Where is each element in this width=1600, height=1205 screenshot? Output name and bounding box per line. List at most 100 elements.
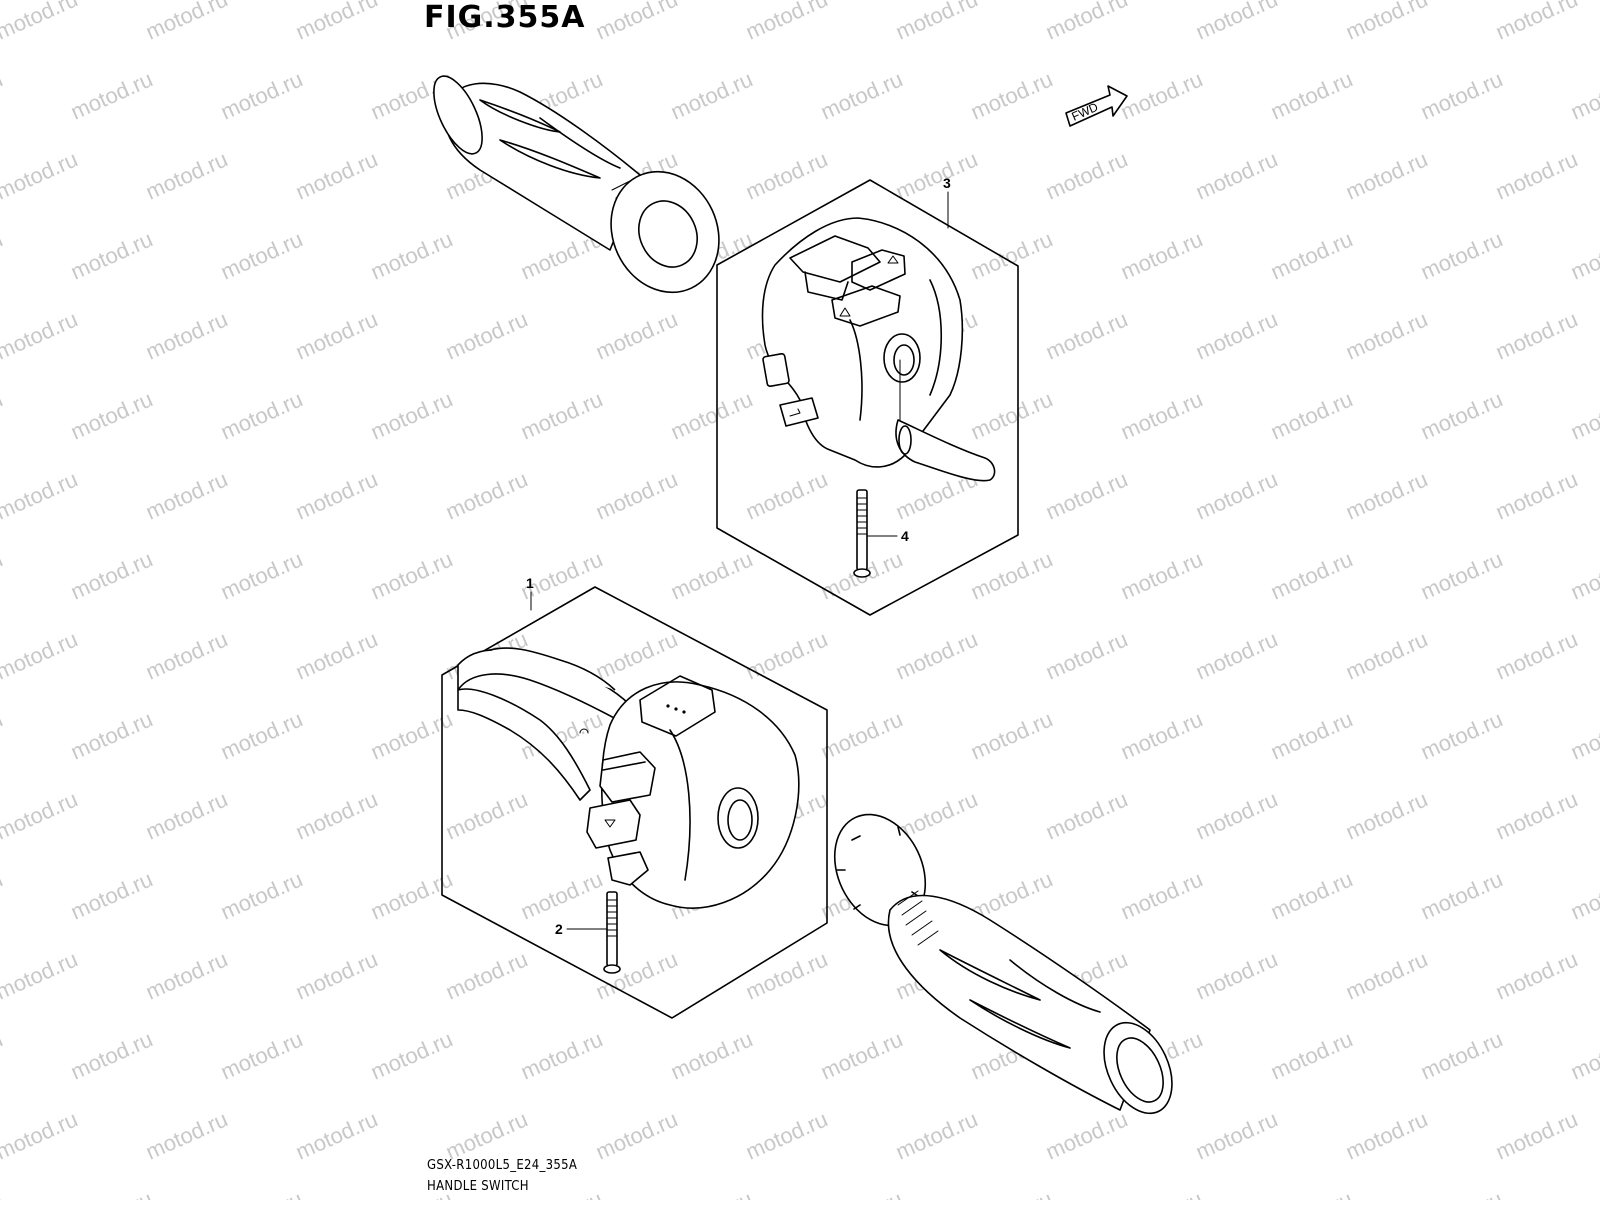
watermark-text: motod.ru bbox=[1417, 1186, 1506, 1200]
watermark-text: motod.ru bbox=[517, 1026, 606, 1084]
watermark-text: motod.ru bbox=[1492, 0, 1581, 45]
watermark-text: motod.ru bbox=[1492, 466, 1581, 524]
watermark-text: motod.ru bbox=[1192, 1106, 1281, 1164]
watermark-text: motod.ru bbox=[1417, 546, 1506, 604]
watermark-text: motod.ru bbox=[367, 1026, 456, 1084]
watermark-text: motod.ru bbox=[67, 386, 156, 444]
watermark-text: motod.ru bbox=[1492, 146, 1581, 204]
watermark-text: motod.ru bbox=[817, 1186, 906, 1200]
watermark-text: motod.ru bbox=[1192, 0, 1281, 45]
watermark-text: motod.ru bbox=[67, 1186, 156, 1200]
watermark-text: motod.ru bbox=[592, 466, 681, 524]
watermark-text: motod.ru bbox=[0, 66, 6, 124]
callout-4-label: 4 bbox=[901, 528, 909, 544]
watermark-text: motod.ru bbox=[1567, 706, 1600, 764]
watermark-text: motod.ru bbox=[292, 146, 381, 204]
watermark-text: motod.ru bbox=[1342, 1106, 1431, 1164]
watermark-text: motod.ru bbox=[367, 386, 456, 444]
watermark-text: motod.ru bbox=[967, 66, 1056, 124]
watermark-text: motod.ru bbox=[742, 946, 831, 1004]
watermark-text: motod.ru bbox=[1492, 306, 1581, 364]
watermark-text: motod.ru bbox=[367, 706, 456, 764]
watermark-text: motod.ru bbox=[1042, 466, 1131, 524]
watermark-text: motod.ru bbox=[1567, 546, 1600, 604]
right-handle-switch bbox=[761, 217, 996, 482]
watermark-text: motod.ru bbox=[67, 1026, 156, 1084]
watermark-text: motod.ru bbox=[142, 0, 231, 45]
watermark-text: motod.ru bbox=[217, 386, 306, 444]
watermark-text: motod.ru bbox=[742, 626, 831, 684]
watermark-text: motod.ru bbox=[967, 226, 1056, 284]
watermark-text: motod.ru bbox=[1342, 946, 1431, 1004]
watermark-text: motod.ru bbox=[142, 946, 231, 1004]
watermark-text: motod.ru bbox=[67, 226, 156, 284]
watermark-text: motod.ru bbox=[967, 1186, 1056, 1200]
watermark-text: motod.ru bbox=[0, 386, 6, 444]
fwd-label: FWD bbox=[1070, 100, 1101, 124]
watermark-text: motod.ru bbox=[0, 626, 81, 684]
watermark-text: motod.ru bbox=[1342, 786, 1431, 844]
watermark-text: motod.ru bbox=[667, 546, 756, 604]
watermark-text: motod.ru bbox=[892, 1106, 981, 1164]
watermark-text: motod.ru bbox=[0, 1106, 81, 1164]
watermark-text: motod.ru bbox=[217, 866, 306, 924]
watermark-text: motod.ru bbox=[1267, 1026, 1356, 1084]
watermark-text: motod.ru bbox=[1342, 626, 1431, 684]
watermark-text: motod.ru bbox=[1192, 946, 1281, 1004]
callout-1: 1 bbox=[526, 575, 534, 611]
watermark-text: motod.ru bbox=[742, 466, 831, 524]
watermark-text: motod.ru bbox=[1117, 226, 1206, 284]
watermark-text: motod.ru bbox=[442, 306, 531, 364]
watermark-text: motod.ru bbox=[1192, 306, 1281, 364]
watermark-text: motod.ru bbox=[142, 786, 231, 844]
watermark-text: motod.ru bbox=[667, 386, 756, 444]
watermark-text: motod.ru bbox=[0, 0, 81, 45]
figure-description: HANDLE SWITCH bbox=[427, 1179, 529, 1194]
watermark-text: motod.ru bbox=[1267, 386, 1356, 444]
watermark-text: motod.ru bbox=[367, 226, 456, 284]
watermark-text: motod.ru bbox=[292, 1106, 381, 1164]
watermark-text: motod.ru bbox=[1042, 626, 1131, 684]
watermark-text: motod.ru bbox=[1567, 386, 1600, 444]
watermark-text: motod.ru bbox=[1567, 1186, 1600, 1200]
watermark-text: motod.ru bbox=[1492, 1106, 1581, 1164]
watermark-text: motod.ru bbox=[0, 306, 81, 364]
watermark-text: motod.ru bbox=[0, 546, 6, 604]
callout-4: 4 bbox=[866, 528, 909, 544]
watermark-text: motod.ru bbox=[517, 1186, 606, 1200]
watermark-text: motod.ru bbox=[217, 1026, 306, 1084]
watermark-text: motod.ru bbox=[742, 0, 831, 45]
watermark-text: motod.ru bbox=[0, 786, 81, 844]
watermark-text: motod.ru bbox=[1417, 866, 1506, 924]
watermark-text: motod.ru bbox=[1042, 1106, 1131, 1164]
watermark-text: motod.ru bbox=[217, 546, 306, 604]
watermark-text: motod.ru bbox=[0, 146, 81, 204]
watermark-text: motod.ru bbox=[142, 1106, 231, 1164]
fwd-arrow-icon: FWD bbox=[1065, 85, 1128, 127]
watermark-text: motod.ru bbox=[1417, 386, 1506, 444]
left-grip-upper bbox=[433, 75, 720, 294]
watermark-text: motod.ru bbox=[667, 1186, 756, 1200]
watermark-text: motod.ru bbox=[967, 386, 1056, 444]
watermark-text: motod.ru bbox=[1042, 786, 1131, 844]
watermark-text: motod.ru bbox=[142, 306, 231, 364]
watermark-text: motod.ru bbox=[442, 466, 531, 524]
watermark-text: motod.ru bbox=[1492, 946, 1581, 1004]
figure-title: FIG.355A bbox=[424, 0, 586, 35]
watermark-text: motod.ru bbox=[67, 706, 156, 764]
watermark-text: motod.ru bbox=[0, 1026, 6, 1084]
drawing-code: GSX-R1000L5_E24_355A bbox=[427, 1158, 578, 1173]
watermark-text: motod.ru bbox=[1267, 866, 1356, 924]
watermark-text: motod.ru bbox=[292, 306, 381, 364]
watermark-text: motod.ru bbox=[1492, 626, 1581, 684]
watermark-text: motod.ru bbox=[1267, 226, 1356, 284]
watermark-text: motod.ru bbox=[1417, 226, 1506, 284]
watermark-text: motod.ru bbox=[1342, 146, 1431, 204]
watermark-text: motod.ru bbox=[967, 706, 1056, 764]
watermark-text: motod.ru bbox=[1342, 0, 1431, 45]
watermark-text: motod.ru bbox=[0, 466, 81, 524]
watermark-text: motod.ru bbox=[817, 706, 906, 764]
watermark-text: motod.ru bbox=[1117, 386, 1206, 444]
